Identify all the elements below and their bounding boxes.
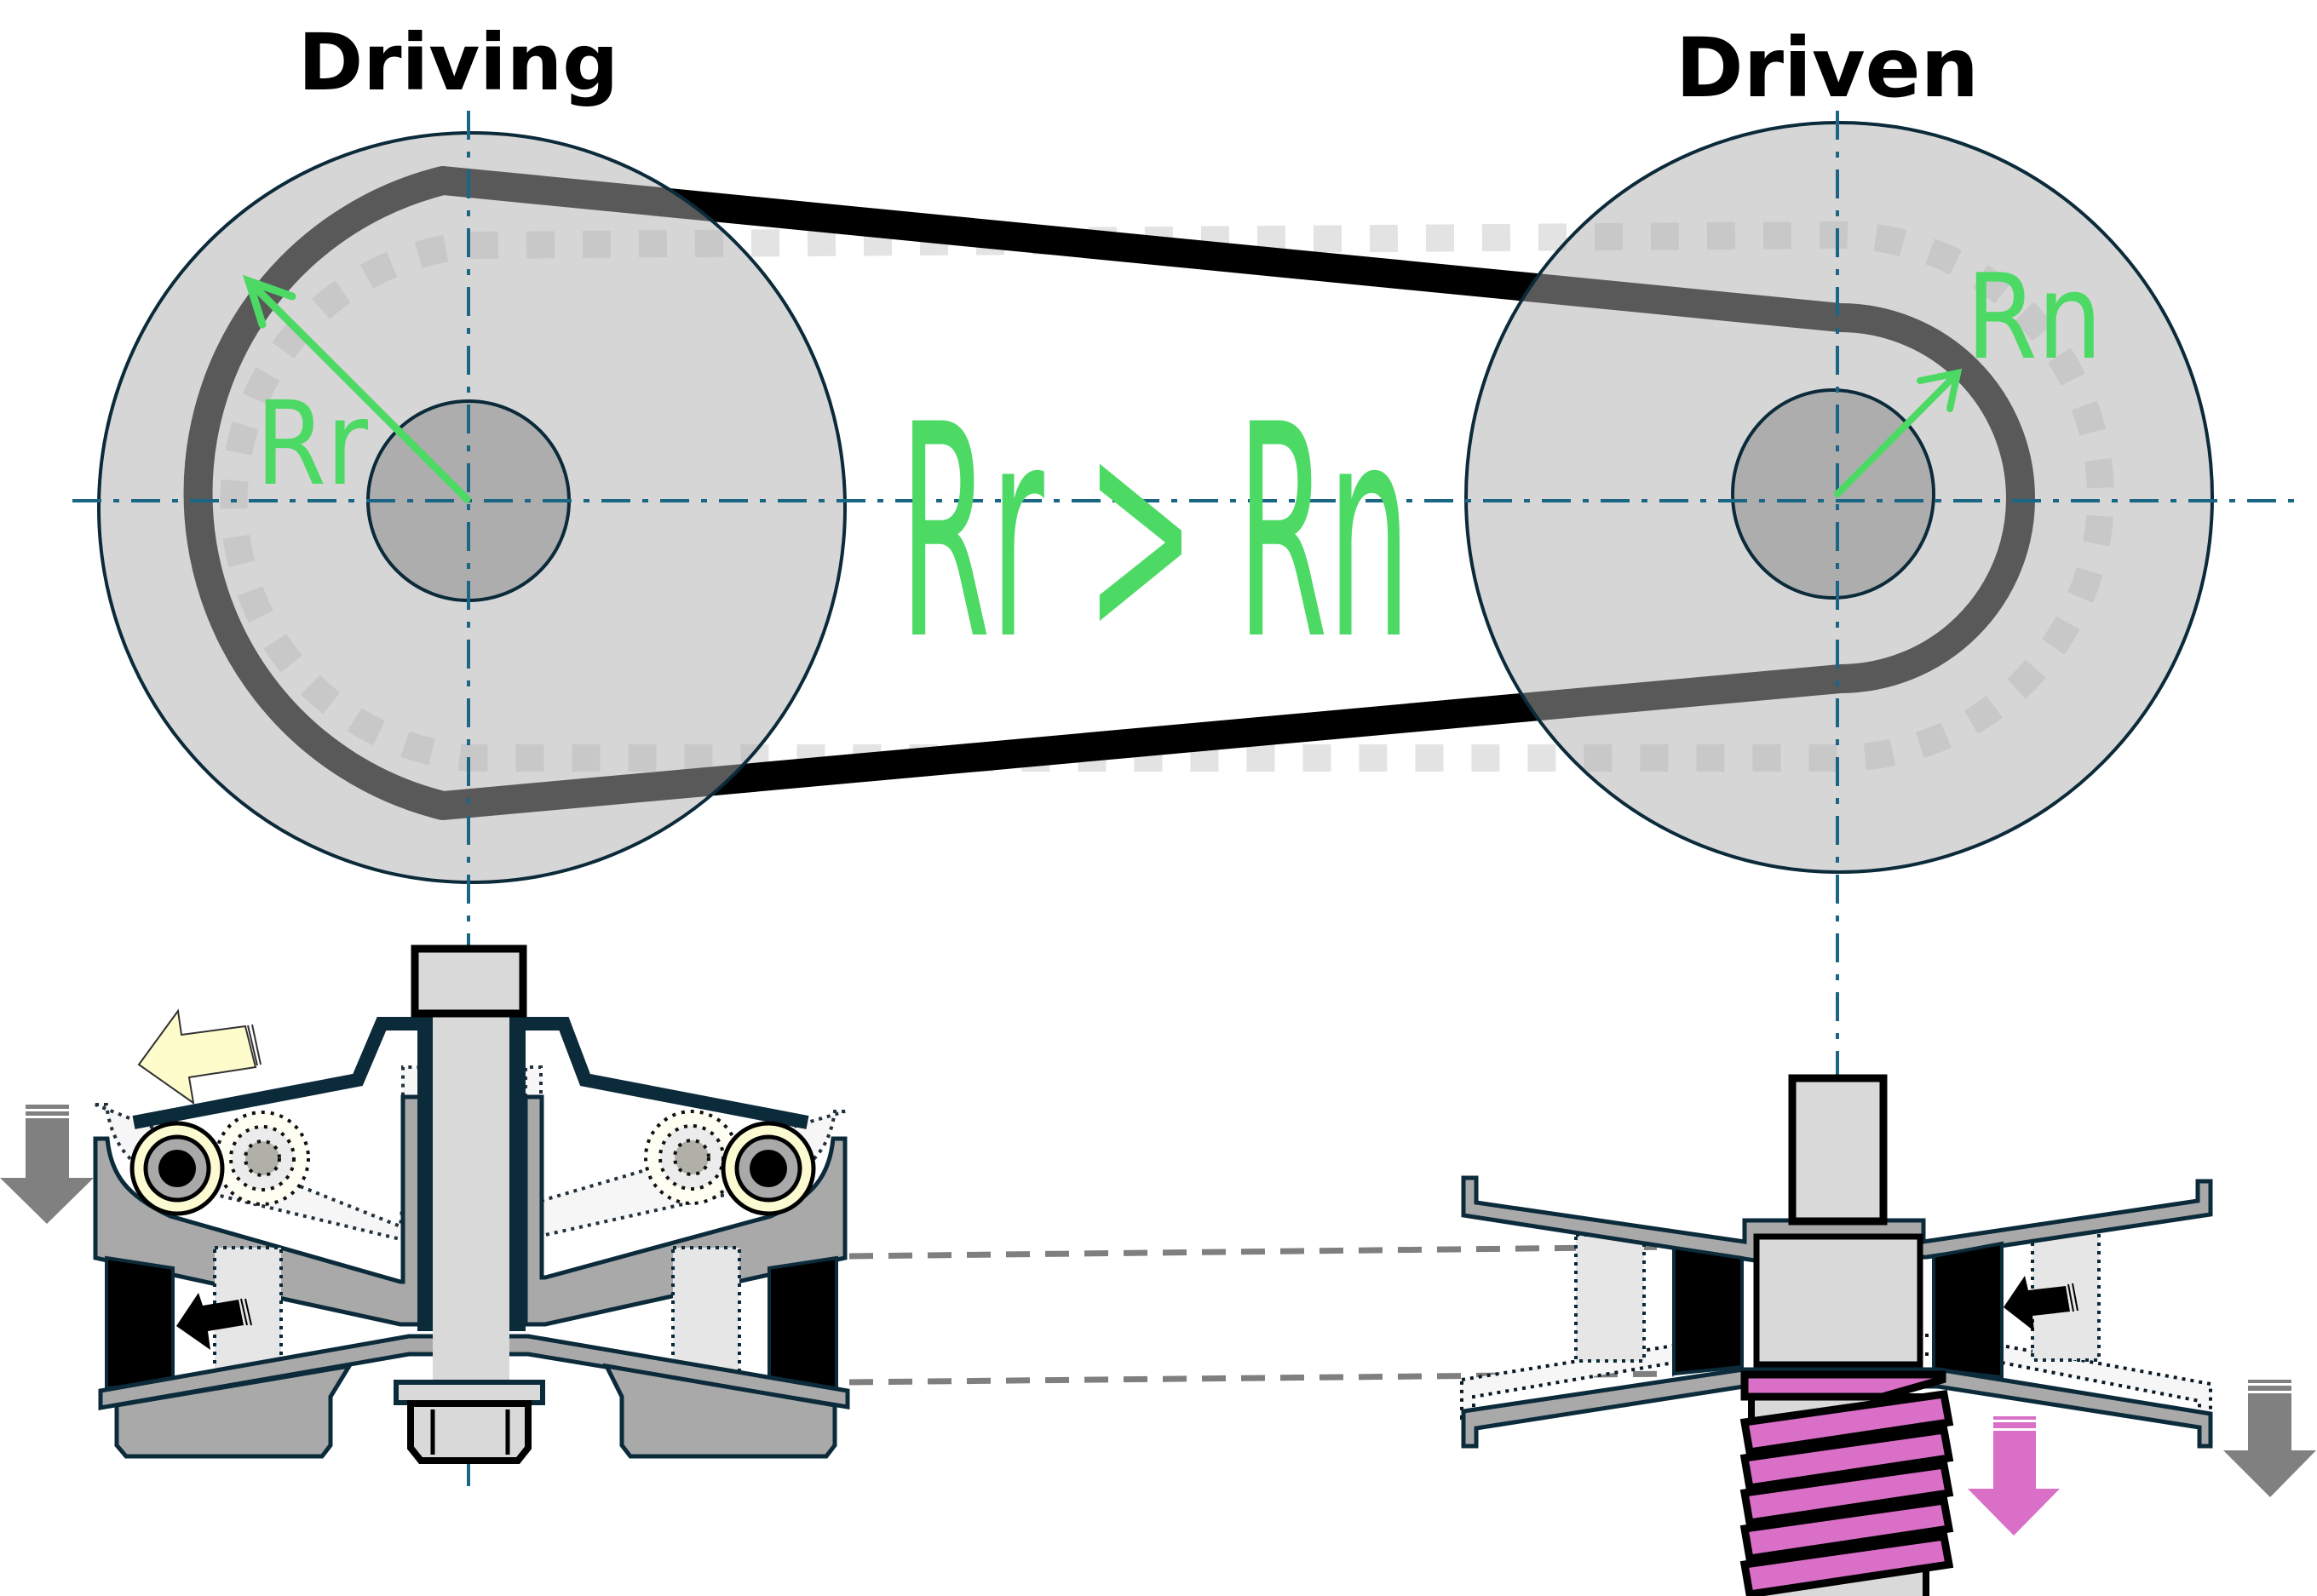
driven-hub [1753, 1233, 1923, 1368]
ghost-roller-right [644, 1110, 739, 1205]
base-block-right [602, 1363, 837, 1459]
driving-sheave-down-arrow [0, 1105, 94, 1224]
ghost-roller-left [215, 1111, 310, 1206]
driving-belt-section-right [768, 1255, 838, 1391]
cover-plate [132, 1017, 809, 1129]
driven-belt-push-arrow [2004, 1276, 2078, 1331]
base-block-left [114, 1363, 354, 1459]
driven-lower-sheave [1461, 1367, 2213, 1449]
driven-title: Driven [1676, 20, 1979, 116]
driving-assembly [0, 944, 850, 1464]
roller-outward-arrow [137, 1008, 262, 1105]
spring [1739, 1370, 1954, 1596]
driven-pulley-hub [1731, 388, 1935, 600]
driving-ghost-ramp-right [524, 1065, 846, 1237]
driving-ghost-belt-right [671, 1246, 741, 1377]
rn-label: Rn [1966, 249, 2102, 386]
roller-right [721, 1121, 816, 1216]
bolt-head [411, 944, 527, 1018]
spring-compress-arrow [1968, 1416, 2060, 1536]
relation-label: Rr > Rn [900, 363, 1411, 704]
rr-label: Rr [256, 377, 368, 512]
driven-belt-section-right [1932, 1241, 2004, 1380]
driven-assembly [1460, 1074, 2316, 1596]
roller-left [129, 1121, 225, 1216]
nut [407, 1400, 532, 1464]
rn-radius-arrow [1834, 368, 1963, 497]
top-view: Rr Rn Rr > Rn [72, 111, 2300, 1596]
driving-title: Driving [298, 17, 618, 108]
driven-belt-section-left [1672, 1245, 1744, 1376]
driven-ghost-belt-left [1574, 1233, 1646, 1363]
washer [394, 1380, 545, 1405]
rr-radius-arrow [243, 274, 471, 503]
belt-level-upper-link [848, 1243, 1675, 1260]
driving-shaft [433, 1015, 509, 1383]
driven-sheave-down-arrow [2223, 1380, 2316, 1497]
driven-shaft-top [1788, 1074, 1888, 1226]
driving-belt-push-arrow [176, 1293, 252, 1350]
driving-belt-section-left [105, 1255, 175, 1391]
